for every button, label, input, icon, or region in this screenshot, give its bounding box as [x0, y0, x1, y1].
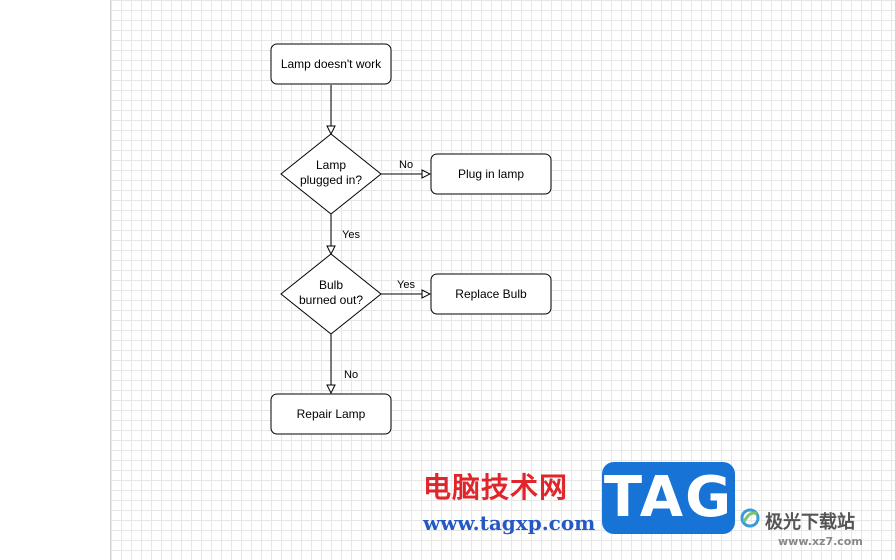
decision-lamp-plugged-in[interactable]: Lamp plugged in?	[280, 133, 382, 215]
decision-bulb-burned-out-label-1: Bulb	[319, 278, 343, 292]
watermark-site-name: 电脑技术网	[423, 471, 569, 504]
node-plug-in-lamp[interactable]: Plug in lamp	[430, 153, 552, 195]
watermark-tag-logo: TAG	[602, 462, 735, 534]
edge-label-plugged-yes: Yes	[342, 229, 360, 241]
node-lamp-doesnt-work[interactable]: Lamp doesn't work	[270, 43, 392, 85]
left-panel	[0, 0, 111, 560]
edge-label-bulb-yes: Yes	[397, 279, 415, 291]
edge-label-bulb-no: No	[344, 369, 358, 381]
edge-label-plugged-no: No	[399, 159, 413, 171]
decision-bulb-burned-out-label-2: burned out?	[299, 293, 363, 307]
node-replace-bulb-label: Replace Bulb	[455, 287, 527, 301]
watermark-site-url: www.tagxp.com	[423, 511, 596, 535]
node-replace-bulb[interactable]: Replace Bulb	[430, 273, 552, 315]
aurora-logo-icon	[740, 508, 760, 528]
node-lamp-doesnt-work-label: Lamp doesn't work	[281, 57, 382, 71]
watermark-brand-url: www.xz7.com	[778, 535, 863, 548]
watermark-brand-name: 极光下载站	[765, 512, 855, 533]
node-plug-in-lamp-label: Plug in lamp	[458, 167, 524, 181]
decision-bulb-burned-out[interactable]: Bulb burned out?	[280, 253, 382, 335]
node-repair-lamp-label: Repair Lamp	[297, 407, 366, 421]
decision-lamp-plugged-in-label-1: Lamp	[316, 158, 346, 172]
node-repair-lamp[interactable]: Repair Lamp	[270, 393, 392, 435]
diagram-canvas[interactable]	[111, 0, 895, 560]
decision-lamp-plugged-in-label-2: plugged in?	[300, 173, 362, 187]
